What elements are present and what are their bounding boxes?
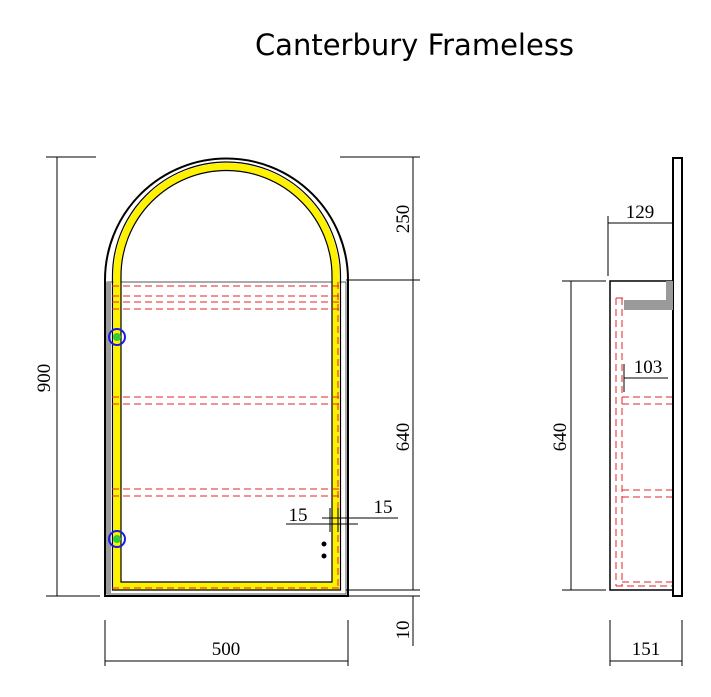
dim-side-offset-right: 15 [374, 497, 393, 518]
page-title: Canterbury Frameless [254, 28, 575, 62]
dim-arch-height: 250 [393, 205, 414, 234]
front-view: 900 250 640 10 500 15 15 [34, 156, 420, 666]
hinge-bottom [108, 530, 126, 548]
mirror-panel-side [672, 157, 683, 597]
mirror-outline [104, 157, 349, 597]
top-bracket [624, 281, 673, 310]
sensor-dot [321, 541, 327, 547]
sensor-dot [321, 553, 327, 559]
dim-width: 500 [212, 639, 241, 660]
cabinet-body [106, 281, 347, 595]
dim-side-offset-left: 15 [289, 505, 308, 526]
side-view: 129 103 640 151 [550, 157, 683, 666]
led-strip-inner-edge [120, 169, 333, 583]
dim-side-cabinet-height: 640 [550, 423, 571, 452]
dim-mirror-depth: 129 [626, 202, 655, 223]
cabinet-side [609, 280, 674, 591]
dim-bottom-gap: 10 [393, 621, 414, 640]
cabinet-shadow-edge [106, 282, 111, 594]
dim-overall-height: 900 [34, 364, 55, 393]
dim-cabinet-height: 640 [393, 423, 414, 452]
dim-shelf-depth: 103 [634, 357, 663, 378]
led-strip [113, 163, 340, 590]
led-strip-outer-edge [111, 161, 342, 591]
dim-total-depth: 151 [632, 639, 661, 660]
hinge-top [108, 328, 126, 346]
